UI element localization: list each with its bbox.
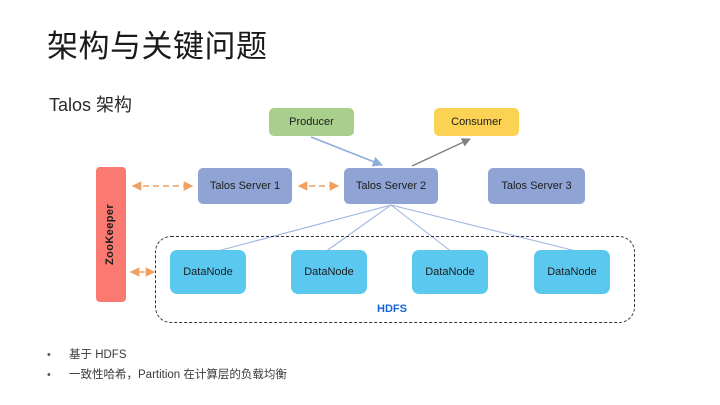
node-datanode-1-label: DataNode [183,265,233,278]
node-datanode-1[interactable]: DataNode [170,250,246,294]
bullet-item: • 一致性哈希，Partition 在计算层的负载均衡 [47,365,547,385]
node-talos-server-3[interactable]: Talos Server 3 [488,168,585,204]
bullet-item: • 基于 HDFS [47,345,547,365]
hdfs-boundary [155,236,635,323]
bullet-marker: • [47,369,51,381]
node-datanode-4-label: DataNode [547,265,597,278]
node-zookeeper-label: ZooKeeper [104,203,117,266]
hdfs-label: HDFS [377,303,407,315]
node-talos-server-2[interactable]: Talos Server 2 [344,168,438,204]
node-consumer[interactable]: Consumer [434,108,519,136]
bullet-list: • 基于 HDFS • 一致性哈希，Partition 在计算层的负载均衡 [47,345,547,385]
section-subtitle: Talos 架构 [49,95,133,115]
node-datanode-2-label: DataNode [304,265,354,278]
node-datanode-4[interactable]: DataNode [534,250,610,294]
node-datanode-2[interactable]: DataNode [291,250,367,294]
arrow-server2-to-consumer [411,138,471,167]
node-zookeeper[interactable]: ZooKeeper [96,167,126,302]
bullet-marker: • [47,349,51,361]
node-talos-server-3-label: Talos Server 3 [501,179,572,192]
bullet-text: 一致性哈希，Partition 在计算层的负载均衡 [69,369,287,381]
node-producer-label: Producer [289,115,334,128]
node-talos-server-1-label: Talos Server 1 [209,179,281,192]
arrow-producer-to-server2 [310,136,383,167]
node-talos-server-1[interactable]: Talos Server 1 [198,168,292,204]
node-consumer-label: Consumer [451,115,502,128]
node-datanode-3-label: DataNode [425,265,475,278]
node-datanode-3[interactable]: DataNode [412,250,488,294]
node-talos-server-2-label: Talos Server 2 [355,179,427,192]
node-producer[interactable]: Producer [269,108,354,136]
bullet-text: 基于 HDFS [69,349,127,361]
page-title: 架构与关键问题 [47,29,268,64]
